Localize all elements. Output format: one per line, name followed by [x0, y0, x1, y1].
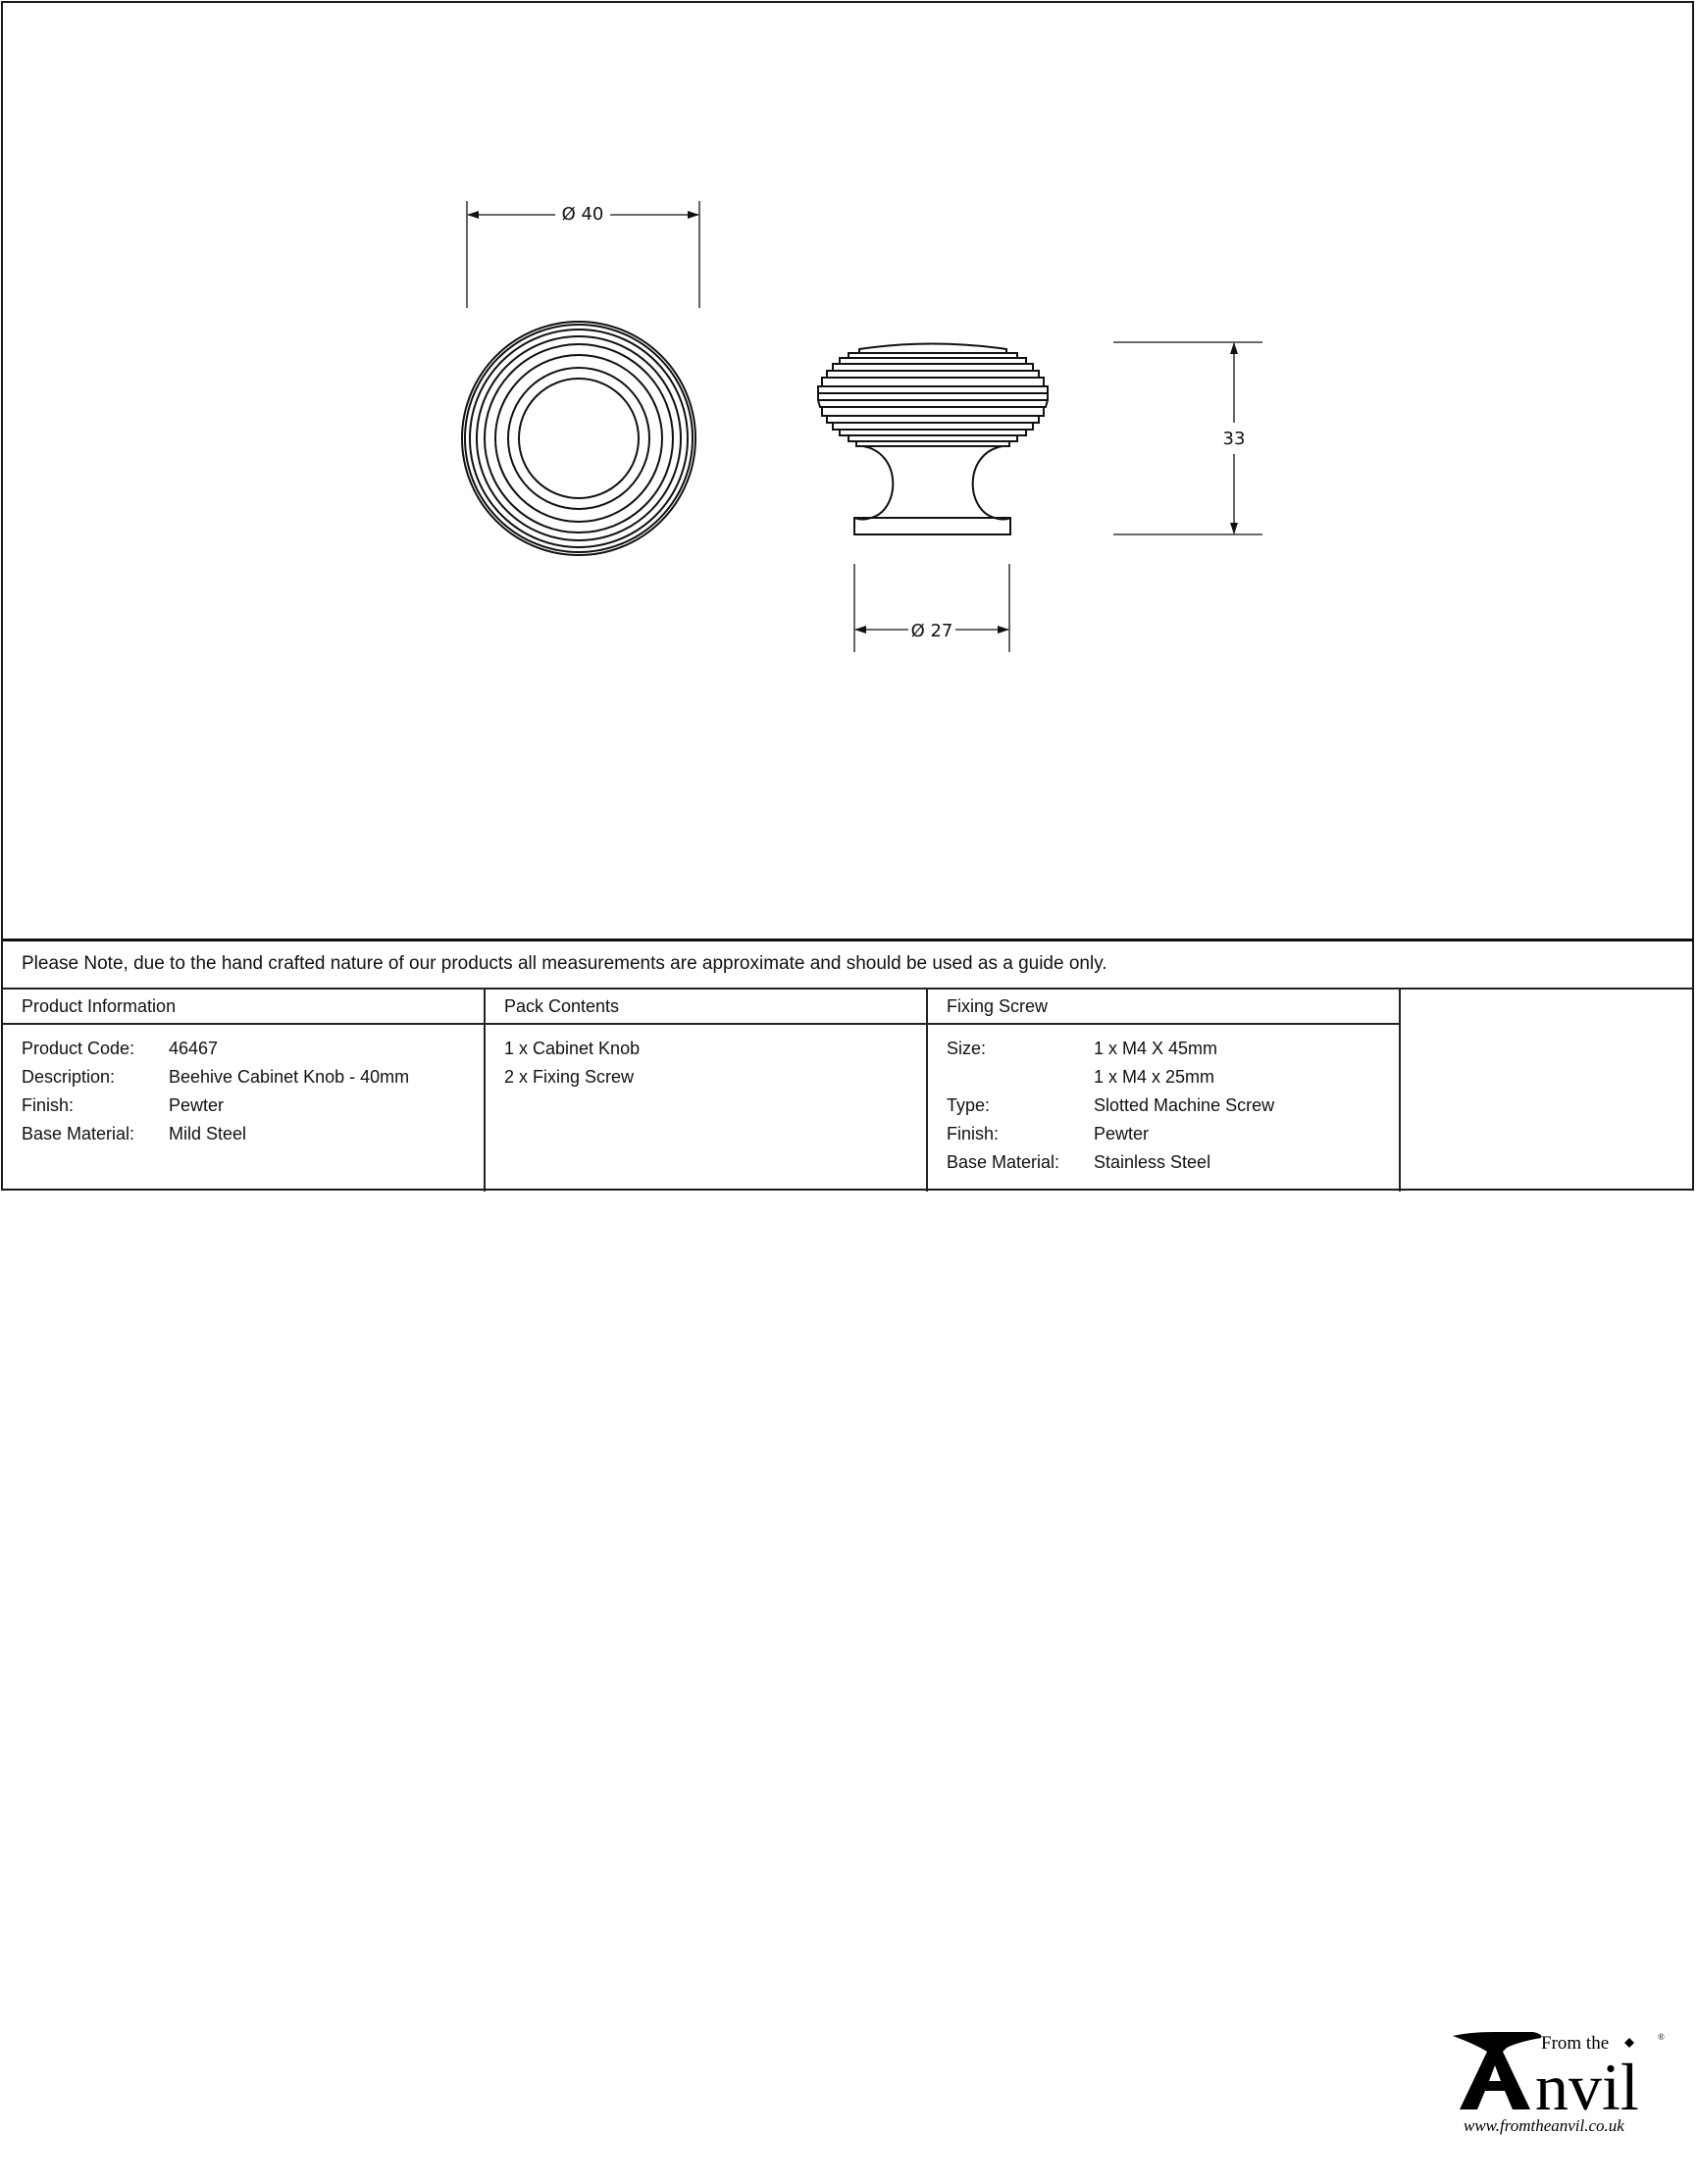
- screw-label: Size:: [947, 1039, 987, 1058]
- notice-text: Please Note, due to the hand crafted nat…: [22, 953, 1107, 974]
- screw-row: 1 x M4 x 25mm: [947, 1067, 1399, 1095]
- screw-label: Base Material:: [947, 1152, 1060, 1172]
- info-value: Mild Steel: [169, 1124, 247, 1143]
- screw-row: Base Material: Stainless Steel: [947, 1152, 1399, 1181]
- diameter-40-dimension: [466, 201, 700, 308]
- diamond-icon: [1624, 2038, 1634, 2048]
- section-title: Pack Contents: [504, 996, 620, 1016]
- side-view-knob: [817, 342, 1049, 535]
- screw-label: Type:: [947, 1095, 991, 1115]
- screw-label: Finish:: [947, 1124, 1000, 1143]
- logo-brand: nvil: [1535, 2050, 1639, 2124]
- screw-row: Type: Slotted Machine Screw: [947, 1095, 1399, 1124]
- screw-value: Stainless Steel: [1094, 1152, 1211, 1172]
- info-label: Base Material:: [22, 1124, 135, 1143]
- drawing-frame: [1, 1, 1694, 1191]
- product-information-section: Product Information Product Code: 46467 D…: [3, 990, 486, 1192]
- height-33-dimension: [1113, 341, 1262, 535]
- registered-mark: ®: [1658, 2032, 1665, 2042]
- pack-item: 1 x Cabinet Knob: [504, 1039, 926, 1067]
- pack-contents-header: Pack Contents: [486, 990, 926, 1025]
- info-table: Product Information Product Code: 46467 D…: [3, 988, 1694, 2135]
- info-row: Finish: Pewter: [22, 1095, 484, 1124]
- from-the-anvil-logo: From the nvil ® www.fromtheanvil.co.uk: [1401, 1977, 1697, 2179]
- screw-row: Finish: Pewter: [947, 1124, 1399, 1152]
- diameter-27-dimension: [853, 564, 1010, 652]
- info-row: Base Material: Mild Steel: [22, 1124, 484, 1152]
- pack-contents-section: Pack Contents 1 x Cabinet Knob 2 x Fixin…: [486, 990, 928, 1192]
- info-label: Product Code:: [22, 1039, 135, 1058]
- logo-url: www.fromtheanvil.co.uk: [1464, 2116, 1624, 2135]
- anvil-icon: [1453, 2032, 1542, 2109]
- screw-value: Pewter: [1094, 1124, 1150, 1143]
- height-33-label: 33: [1223, 429, 1246, 449]
- info-label: Description:: [22, 1067, 116, 1087]
- info-label: Finish:: [22, 1095, 75, 1115]
- fixing-screw-header: Fixing Screw: [928, 990, 1399, 1025]
- info-row: Description: Beehive Cabinet Knob - 40mm: [22, 1067, 484, 1095]
- diameter-40-label: Ø 40: [562, 204, 604, 225]
- info-value: Beehive Cabinet Knob - 40mm: [169, 1067, 410, 1087]
- section-title: Fixing Screw: [947, 996, 1049, 1016]
- pack-item-text: 1 x Cabinet Knob: [504, 1039, 641, 1058]
- section-title: Product Information: [22, 996, 177, 1016]
- screw-value: 1 x M4 x 25mm: [1094, 1067, 1215, 1087]
- technical-drawing: Ø 40 33 Ø 27: [461, 201, 1262, 652]
- pack-item: 2 x Fixing Screw: [504, 1067, 926, 1095]
- screw-row: Size: 1 x M4 X 45mm: [947, 1039, 1399, 1067]
- pack-item-text: 2 x Fixing Screw: [504, 1067, 635, 1087]
- top-view-circles: [461, 321, 696, 556]
- info-value: 46467: [169, 1039, 219, 1058]
- product-information-header: Product Information: [3, 990, 484, 1025]
- info-row: Product Code: 46467: [22, 1039, 484, 1067]
- measurement-notice: Please Note, due to the hand crafted nat…: [3, 939, 1694, 988]
- diameter-27-label: Ø 27: [911, 621, 953, 641]
- fixing-screw-section: Fixing Screw Size: 1 x M4 X 45mm 1 x M4 x…: [928, 990, 1401, 1192]
- info-value: Pewter: [169, 1095, 225, 1115]
- screw-value: Slotted Machine Screw: [1094, 1095, 1275, 1115]
- screw-value: 1 x M4 X 45mm: [1094, 1039, 1218, 1058]
